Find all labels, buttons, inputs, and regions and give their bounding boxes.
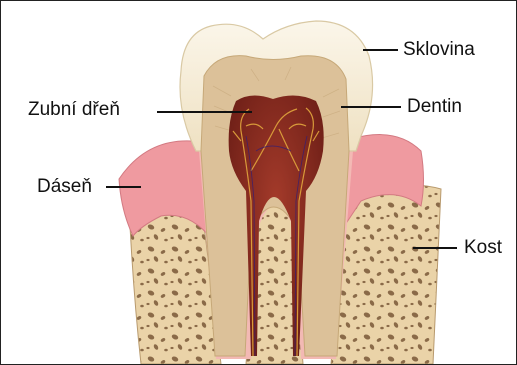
leader-pulp [157,111,252,113]
label-bone: Kost [464,238,502,257]
leader-enamel [363,49,398,51]
label-pulp: Zubní dřeň [28,100,120,119]
leader-bone [413,247,457,249]
label-dentin: Dentin [407,97,462,116]
label-enamel: Sklovina [403,40,475,59]
leader-gum [106,186,141,188]
label-gum: Dáseň [37,177,92,196]
leader-dentin [341,106,401,108]
